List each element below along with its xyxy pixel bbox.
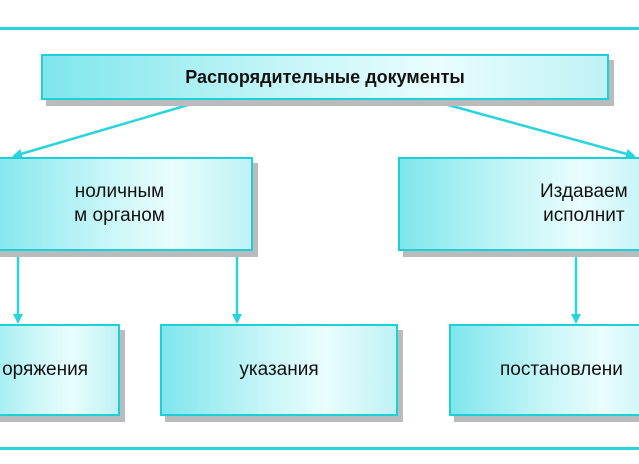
arrow-root-to-left [12,98,206,159]
root-node: Распорядительные документы [41,54,609,100]
branch-right-label: Издаваем исполнит [540,181,628,226]
leaf-1-label: оряжения [2,359,88,380]
root-node-label: Распорядительные документы [185,67,465,87]
arrow-root-to-right [429,98,636,159]
branch-node-right: Издаваем исполнит [398,157,639,251]
leaf-node-1: оряжения [0,324,120,416]
leaf-3-label: постановлени [500,359,623,380]
frame-top-line [0,27,639,30]
leaf-node-3: постановлени [449,324,639,416]
branch-node-left: ноличным м органом [0,157,253,251]
leaf-2-label: указания [239,359,319,380]
frame-bottom-line [0,447,639,450]
branch-left-label: ноличным м органом [74,181,165,226]
leaf-node-2: указания [160,324,398,416]
